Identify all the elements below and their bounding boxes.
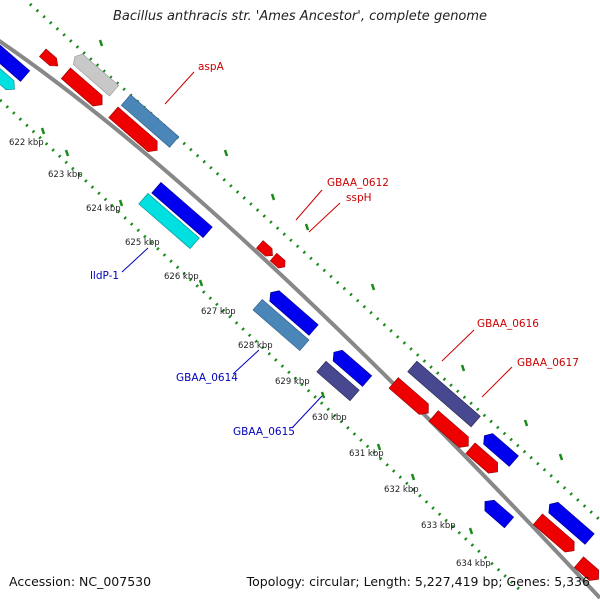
label-sspH: sspH (346, 192, 372, 204)
accession-text: Accession: NC_007530 (9, 574, 152, 589)
reverse-ticks (40, 127, 474, 535)
label-leaders (121, 71, 513, 429)
ruler-label: 626 kbp (164, 272, 199, 282)
gene-forward-grey (72, 53, 120, 97)
label-lldP-1: lldP-1 (90, 270, 119, 282)
ruler-label: 632 kbp (384, 485, 419, 495)
gene-forward-blue-633 (548, 501, 595, 545)
gene-forward-blue-631 (483, 433, 519, 467)
gene-reverse-red-631 (465, 442, 498, 474)
ruler-label: 634 kbp (456, 559, 491, 569)
gene-GBAA_0616 (407, 360, 481, 428)
inner-dot-track (0, 98, 522, 592)
label-GBAA_0617: GBAA_0617 (517, 357, 579, 369)
gene-reverse-blue-624 (151, 181, 213, 239)
genome-summary-text: Topology: circular; Length: 5,227,419 bp… (246, 574, 590, 589)
label-GBAA_0614: GBAA_0614 (176, 372, 238, 384)
label-aspA: aspA (198, 61, 225, 73)
gene-reverse-red-630b (428, 410, 469, 448)
ruler-label: 624 kbp (86, 204, 121, 214)
gene-reverse-red-633 (532, 513, 575, 553)
gene-forward-blue-627 (269, 290, 319, 336)
forward-strand-genes (38, 48, 595, 545)
forward-ticks (98, 39, 564, 461)
gene-lldP-1 (138, 192, 200, 250)
outer-dot-track (28, 2, 600, 522)
gene-reverse-red-622 (108, 106, 158, 153)
label-GBAA_0612: GBAA_0612 (327, 177, 389, 189)
gene-forward-red (38, 48, 59, 67)
gene-reverse-blue-edge (0, 44, 31, 82)
gene-GBAA_0615 (316, 360, 360, 402)
reverse-strand-genes (0, 44, 599, 581)
gene-reverse-blue-632 (484, 499, 515, 529)
gene-forward-small-2 (269, 252, 286, 269)
gene-forward-blue-629 (332, 349, 373, 387)
ruler-label: 631 kbp (349, 449, 384, 459)
gene-labels: aspA GBAA_0612 sspH GBAA_0616 GBAA_0617 … (90, 61, 579, 438)
gene-forward-small-1 (256, 240, 273, 257)
gene-reverse-red-630a (388, 377, 429, 415)
ruler-label: 628 kbp (238, 341, 273, 351)
gene-reverse-red-634 (573, 556, 599, 581)
ruler-label: 623 kbp (48, 170, 83, 180)
ruler-label: 633 kbp (421, 521, 456, 531)
label-GBAA_0615: GBAA_0615 (233, 426, 295, 438)
genome-backbone (0, 39, 600, 600)
ruler-label: 627 kbp (201, 307, 236, 317)
genome-title: Bacillus anthracis str. 'Ames Ancestor',… (112, 9, 488, 24)
gene-GBAA_0614 (252, 298, 310, 352)
ruler-label: 629 kbp (275, 377, 310, 387)
gene-reverse-cyan-edge (0, 65, 15, 91)
ruler-label: 630 kbp (312, 413, 347, 423)
gene-aspA (120, 94, 180, 148)
gene-reverse-red-621 (60, 67, 103, 107)
ruler-label: 625 kbp (125, 238, 160, 248)
kbp-ruler: 622 kbp 623 kbp 624 kbp 625 kbp 626 kbp … (9, 138, 491, 569)
ruler-label: 622 kbp (9, 138, 44, 148)
label-GBAA_0616: GBAA_0616 (477, 318, 539, 330)
